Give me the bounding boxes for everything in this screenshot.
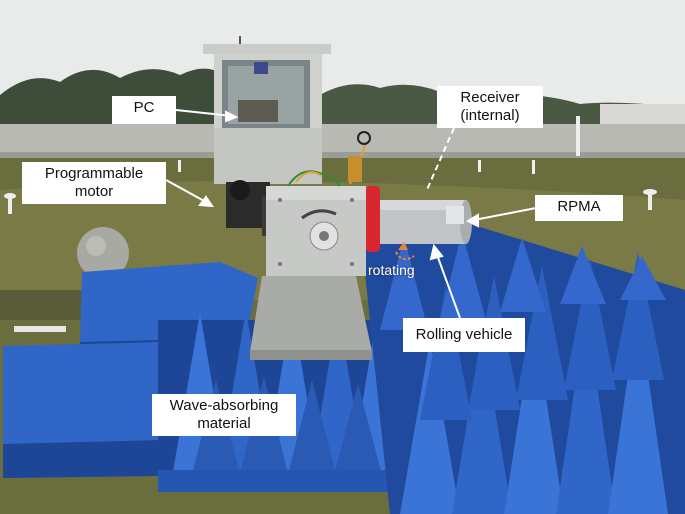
label-receiver: Receiver (internal)	[437, 86, 543, 128]
pyramid-absorber-right	[362, 224, 685, 514]
label-programmable-motor: Programmable motor	[22, 162, 166, 204]
label-rolling-vehicle: Rolling vehicle	[403, 318, 525, 352]
pedestal-base	[250, 350, 372, 360]
label-pc: PC	[112, 96, 176, 124]
roof-posts	[4, 116, 657, 214]
wall-cap	[0, 152, 685, 158]
pipe	[14, 326, 66, 332]
label-rotating: rotating	[368, 262, 415, 278]
rotating-arrow	[395, 251, 415, 261]
distant-building	[600, 104, 685, 126]
cable-yellow	[295, 171, 323, 183]
rolling-vehicle-cylinder	[380, 200, 472, 244]
motor-pedestal	[250, 276, 372, 352]
annotation-arrows	[165, 109, 537, 319]
parapet-wall	[0, 124, 685, 156]
receiver-mast	[348, 131, 371, 182]
rotating-arrowhead	[398, 242, 408, 250]
pc-booth	[203, 36, 331, 184]
programmable-motor-unit	[226, 180, 272, 236]
motor-gearbox	[266, 186, 366, 276]
rpma-red-flange	[366, 186, 380, 252]
label-wave-absorbing-material: Wave-absorbing material	[152, 394, 296, 436]
label-rpma: RPMA	[535, 195, 623, 221]
